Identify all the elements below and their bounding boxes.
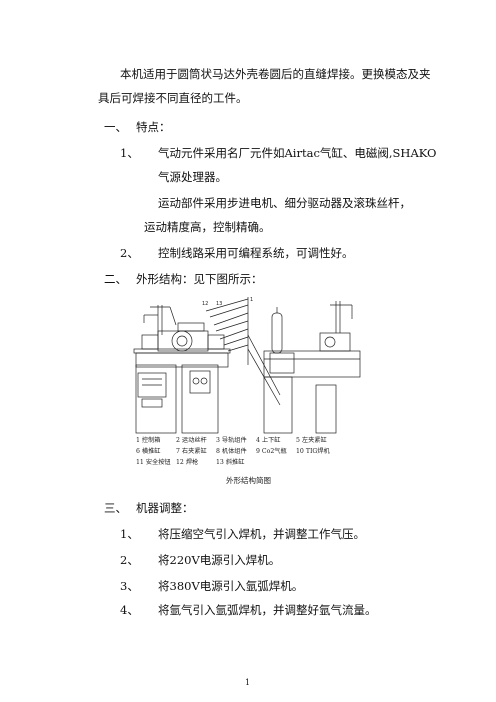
- section3-item4-number: 4、: [120, 603, 139, 617]
- section2-number: 二、: [104, 272, 127, 286]
- section1-item1-line3: 运动部件采用步进电机、细分驱动器及滚珠丝杆，: [158, 196, 411, 210]
- section1-item1-line2: 气源处理器。: [158, 170, 227, 184]
- section1-heading: 特点：: [136, 120, 171, 134]
- section3-heading: 机器调整：: [136, 501, 194, 515]
- intro-line-2: 具后可焊接不同直径的工件。: [98, 91, 248, 105]
- legend-5: 5 左夹紧缸: [296, 437, 327, 444]
- section3-item3-number: 3、: [120, 579, 139, 593]
- svg-text:12: 12: [202, 301, 208, 307]
- section1-item2-text: 控制线路采用可编程系统，可调性好。: [158, 246, 354, 260]
- legend-7: 7 右夹紧缸: [176, 448, 207, 455]
- section1-item1-line1: 气动元件采用名厂元件如Airtac气缸、电磁阀,SHAKO: [158, 146, 437, 160]
- section1-item2-number: 2、: [120, 246, 139, 260]
- legend-12: 12 焊枪: [176, 459, 199, 466]
- section3-item1-number: 1、: [120, 527, 139, 541]
- legend-13: 13 斜推缸: [216, 459, 245, 466]
- legend-11: 11 安全按钮: [136, 459, 171, 466]
- legend-6: 6 横推缸: [136, 448, 161, 455]
- section1-number: 一、: [104, 120, 127, 134]
- section3-item2-number: 2、: [120, 553, 139, 567]
- legend-3: 3 导轨组件: [216, 437, 247, 444]
- section3-number: 三、: [104, 501, 127, 515]
- section3-item1-text: 将压缩空气引入焊机，并调整工作气压。: [158, 527, 365, 541]
- intro-line-1: 本机适用于圆筒状马达外壳卷圆后的直缝焊接。更换模态及夹: [120, 67, 431, 81]
- section3-item2-text: 将220V电源引入焊机。: [158, 553, 281, 567]
- page-number: 1: [245, 678, 251, 687]
- legend-10: 10 TIG焊机: [296, 448, 330, 455]
- section2-heading: 外形结构：见下图所示：: [136, 272, 263, 286]
- legend-2: 2 运动丝杆: [176, 437, 207, 444]
- legend-9: 9 Co2气瓶: [256, 448, 287, 455]
- legend-8: 8 机体组件: [216, 448, 247, 455]
- section3-item4-text: 将氩气引入氩弧焊机，并调整好氩气流量。: [158, 603, 377, 617]
- machine-structure-drawing: 12 13 1: [133, 297, 361, 434]
- section1-item1-line4: 运动精度高，控制精确。: [144, 220, 271, 234]
- svg-text:13: 13: [216, 301, 222, 307]
- svg-text:1: 1: [250, 297, 253, 303]
- figure-caption: 外形结构简图: [226, 476, 271, 485]
- legend-1: 1 控制箱: [136, 437, 161, 444]
- section3-item3-text: 将380V电源引入氩弧焊机。: [158, 579, 304, 593]
- section1-item1-number: 1、: [120, 146, 139, 160]
- legend-4: 4 上下缸: [256, 437, 281, 444]
